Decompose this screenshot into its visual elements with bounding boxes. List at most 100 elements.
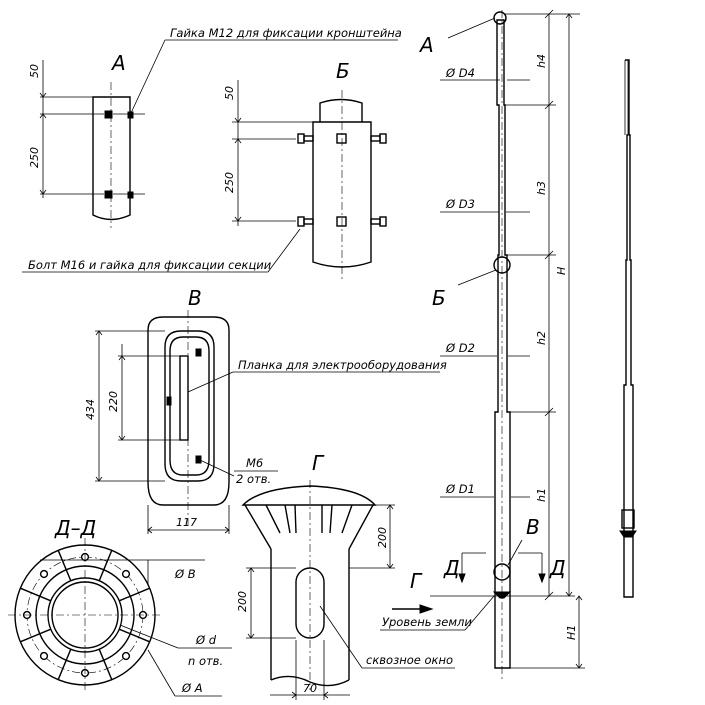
view-b-bolt-right-bottom (370, 216, 387, 227)
pole-callout-d-right: Д (549, 556, 566, 580)
pole-callout-d-left: Д (443, 556, 460, 580)
pole-callout-b: Б (432, 286, 446, 310)
pole-side-outline (623, 59, 634, 598)
view-a-nut-front-top (104, 110, 113, 119)
pole-main-view: А Б В Д Д Г Уровень земли Ø D4 Ø D3 Ø D2… (380, 9, 585, 680)
pole-h2: h2 (535, 331, 548, 345)
view-b-upper-section (319, 98, 363, 122)
view-g-dim-70: 70 (303, 682, 317, 695)
view-g-window-leader (319, 605, 363, 669)
pole-d2: Ø D2 (445, 341, 475, 355)
flange-ribs (20, 550, 150, 680)
pole-callout-b-circle (493, 256, 511, 274)
view-v-dim-434: 434 (84, 399, 97, 420)
view-v: В 434 220 117 Планка для электрооборудов… (84, 286, 447, 534)
view-v-door-opening-inner (169, 336, 210, 476)
section-d-d-title: Д–Д (54, 516, 96, 540)
pole-h1: h1 (535, 488, 548, 502)
view-a-title: А (110, 51, 126, 75)
pole-callout-a: А (418, 33, 434, 57)
view-v-dim-117: 117 (176, 516, 197, 529)
note-bolt-section: Болт М16 и гайка для фиксации секции (28, 258, 272, 272)
view-v-pole-outline (147, 316, 230, 506)
pole-d1: Ø D1 (445, 482, 475, 496)
pole-dim-ticks (544, 9, 554, 601)
note-plate: Планка для электрооборудования (238, 358, 447, 372)
pole-callout-v-circle (493, 563, 511, 581)
view-b: Б 50 250 Болт М16 и гайка для фиксации с… (22, 59, 387, 280)
pole-ground-clamp (492, 591, 512, 599)
view-b-bolt-head-bottom (336, 216, 347, 227)
view-a: А 50 250 Гайка М12 для фиксации кронштей… (28, 26, 402, 228)
view-a-nut-front-bottom (104, 190, 113, 199)
view-g-dim-200-top: 200 (376, 527, 389, 548)
pole-a-leader (447, 17, 496, 39)
view-v-equipment-plate (179, 355, 189, 441)
pole-h4: h4 (535, 54, 548, 68)
pole-side-door (621, 509, 635, 529)
flange-rib (98, 648, 113, 680)
pole-main-outline (494, 19, 511, 669)
view-v-m6-leader (199, 459, 235, 477)
flange-bolt-hole (121, 651, 131, 661)
note-m6-holes: 2 отв. (236, 472, 271, 486)
note-dia-a: Ø A (181, 681, 203, 695)
note-through-window: сквозное окно (366, 653, 453, 667)
view-v-dim-220: 220 (107, 391, 120, 412)
view-v-title: В (188, 286, 202, 310)
view-a-leader (130, 39, 166, 114)
pole-d4: Ø D4 (445, 66, 475, 80)
flange-rib (20, 587, 52, 602)
flange-bolt-hole (121, 569, 131, 579)
pole-side-clamp (619, 530, 637, 538)
flange-bolt-hole (39, 651, 49, 661)
flange-rib (118, 587, 150, 602)
view-g-pipe (270, 549, 350, 680)
note-m6: М6 (246, 456, 263, 470)
view-b-title: Б (336, 59, 350, 83)
flange-holes (22, 552, 148, 678)
view-b-dim-50: 50 (223, 86, 236, 100)
view-a-dim-250: 250 (28, 147, 41, 168)
view-b-bolt-left-bottom (297, 216, 314, 227)
pole-H1: H1 (565, 625, 578, 640)
note-dia-b: Ø B (174, 567, 196, 581)
flange-rib (98, 550, 113, 582)
view-a-nut-side-bottom (127, 191, 134, 199)
pole-callout-a-circle (493, 11, 507, 25)
view-g: Г 200 200 70 сквозное окно (236, 451, 455, 700)
view-b-bolt-left-top (297, 133, 314, 144)
pole-d3: Ø D3 (445, 197, 475, 211)
flange-rib (20, 628, 52, 643)
view-a-nut-side-top (127, 111, 134, 119)
view-g-gussets (265, 504, 353, 534)
pole-h3: h3 (535, 181, 548, 195)
note-n-holes: n отв. (188, 654, 223, 668)
view-b-bolt-head-top (336, 133, 347, 144)
note-nut-bracket: Гайка М12 для фиксации кронштейна (170, 26, 402, 40)
flange-bolt-hole (39, 569, 49, 579)
view-b-leader (267, 228, 301, 273)
view-v-plate-leader (187, 371, 234, 393)
pole-callout-v: В (526, 515, 540, 539)
view-b-dim-250: 250 (223, 172, 236, 193)
note-d-hole: Ø d (195, 633, 217, 647)
view-g-flange (241, 485, 377, 506)
view-a-section-body (92, 96, 131, 221)
pole-side-view (619, 59, 637, 598)
view-g-dim-200-left: 200 (236, 591, 249, 612)
flange-rib (57, 648, 72, 680)
pole-H: H (555, 267, 568, 275)
view-v-door-opening-outer (164, 330, 215, 482)
pole-callout-g: Г (410, 569, 423, 593)
view-g-break-line (270, 675, 350, 687)
section-d-d: Д–Д Ø B Ø d n отв. Ø A (8, 516, 232, 697)
view-b-bolt-right-top (370, 133, 387, 144)
view-g-title: Г (312, 451, 325, 475)
note-ground-level: Уровень земли (382, 615, 472, 629)
flange-rib (57, 550, 72, 582)
flange-rib (118, 628, 150, 643)
view-a-dim-50: 50 (28, 64, 41, 78)
view-b-lower-section (312, 121, 372, 268)
